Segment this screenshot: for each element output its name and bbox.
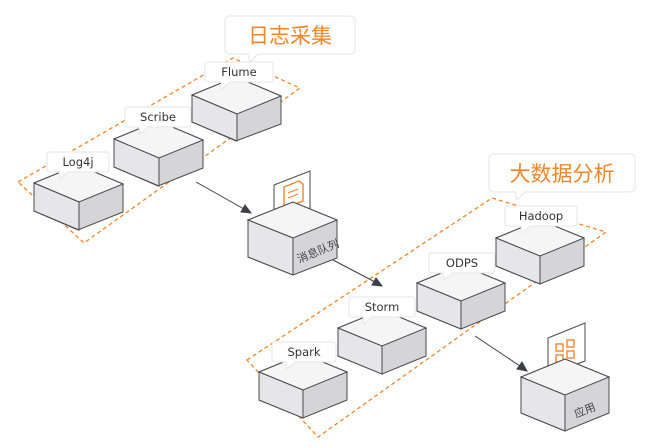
label-storm-text: Storm <box>365 300 400 314</box>
label-flume: Flume <box>204 61 274 90</box>
label-spark-text: Spark <box>287 345 320 359</box>
node-scribe <box>112 120 205 187</box>
label-spark: Spark <box>271 341 337 370</box>
label-log4j-text: Log4j <box>62 155 93 169</box>
big-data-analysis-heading-text: 大数据分析 <box>510 162 615 186</box>
label-scribe: Scribe <box>124 106 192 135</box>
node-spark <box>257 353 349 419</box>
arrow-analysis-to-application <box>474 335 528 372</box>
arrow-collection-to-queue <box>195 181 253 214</box>
node-message-queue <box>246 201 339 276</box>
arrow-queue-to-analysis <box>332 259 384 287</box>
label-hadoop: Hadoop <box>504 205 578 234</box>
node-flume <box>190 76 283 142</box>
node-odps <box>415 264 507 330</box>
big-data-analysis-heading: 大数据分析 <box>488 153 636 201</box>
label-storm: Storm <box>348 296 416 325</box>
label-hadoop-text: Hadoop <box>519 209 563 223</box>
node-application <box>519 358 611 432</box>
label-odps-text: ODPS <box>446 256 478 270</box>
label-log4j: Log4j <box>46 151 110 180</box>
node-storm <box>336 309 428 375</box>
node-log4j <box>32 164 125 231</box>
label-scribe-text: Scribe <box>140 110 176 124</box>
label-flume-text: Flume <box>221 65 256 79</box>
label-odps: ODPS <box>428 252 496 281</box>
log-collection-heading: 日志采集 <box>224 15 356 63</box>
node-hadoop <box>494 219 586 285</box>
log-collection-heading-text: 日志采集 <box>248 24 332 48</box>
